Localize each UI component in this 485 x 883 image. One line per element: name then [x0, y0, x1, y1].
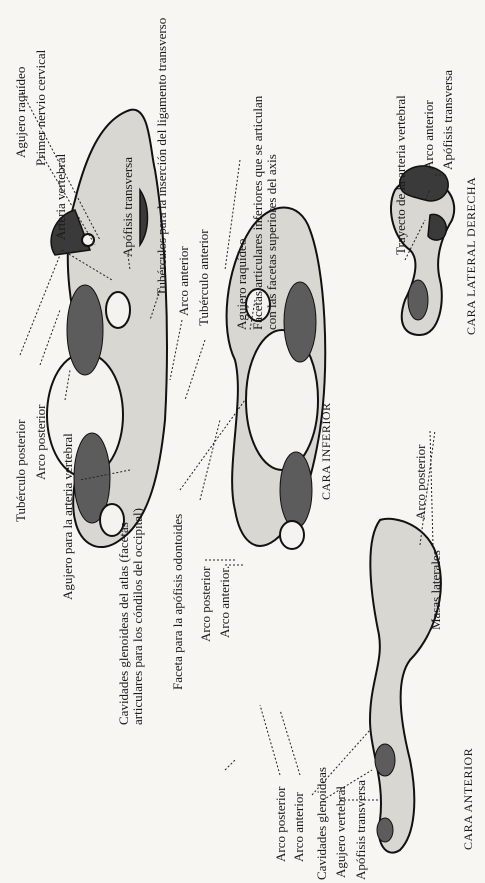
- label-arco-anterior-3: Arco anterior: [291, 792, 306, 862]
- label-arco-anterior-2: Arco anterior.: [217, 566, 232, 638]
- caption-cara-anterior: CARA ANTERIOR: [461, 748, 475, 850]
- label-tuberculo-posterior: Tubérculo posterior: [13, 419, 28, 522]
- label-arco-posterior-1: Arco posterior: [33, 404, 48, 480]
- label-agujero-arteria-vertebral: Agujero para la arteria vertebral: [60, 433, 75, 600]
- label-arco-posterior-2: Arco posterior: [198, 566, 213, 642]
- label-cavidades-glenoideas-1b: articulares para los cóndilos del occipi…: [130, 508, 145, 725]
- label-arteria-vertebral: Arteria vertebral: [53, 153, 68, 240]
- label-trayecto-arteria: Trayecto de la arteria vertebral: [393, 95, 408, 255]
- label-facetas-inferiores-b: con las facetas superiores del axis: [264, 154, 279, 330]
- label-cavidades-glenoideas-1a: Cavidades glenoideas del atlas (facetas: [116, 522, 131, 725]
- label-masas-laterales: Masas laterales: [428, 550, 443, 630]
- caption-cara-inferior: CARA INFERIOR: [319, 402, 333, 500]
- label-arco-anterior-4: Arco anterior: [421, 100, 436, 170]
- label-tuberculos-ligamento: Tubérculos para la inserción del ligamen…: [154, 18, 169, 296]
- label-faceta-odontoides: Faceta para la apófisis odontoides: [170, 514, 185, 690]
- label-arco-anterior-1: Arco anterior: [176, 246, 191, 316]
- label-cavidades-glenoideas-2: Cavidades glenoideas: [314, 767, 329, 880]
- label-facetas-inferiores-a: Facetas articulares inferiores que se ar…: [250, 95, 265, 330]
- label-primer-nervio-cervical: Primer nervio cervical: [33, 49, 48, 166]
- label-agujero-raquideo-1: Agujero raquídeo: [13, 67, 28, 158]
- label-agujero-vertebral-2: Agujero vertebral: [333, 786, 348, 878]
- label-apofisis-transversa-2: Apófisis transversa: [353, 780, 368, 880]
- label-arco-posterior-4: Arco posterior: [413, 444, 428, 520]
- caption-cara-lateral-derecha: CARA LATERAL DERECHA: [464, 177, 478, 335]
- label-apofisis-transversa-1: Apófisis transversa: [120, 157, 135, 257]
- label-apofisis-transversa-3: Apófisis transversa: [440, 70, 455, 170]
- label-agujero-raquideo-2: Agujero raquídeo: [234, 239, 249, 330]
- label-tuberculo-anterior: Tubérculo anterior: [196, 229, 211, 326]
- label-arco-posterior-3: Arco posterior: [273, 786, 288, 862]
